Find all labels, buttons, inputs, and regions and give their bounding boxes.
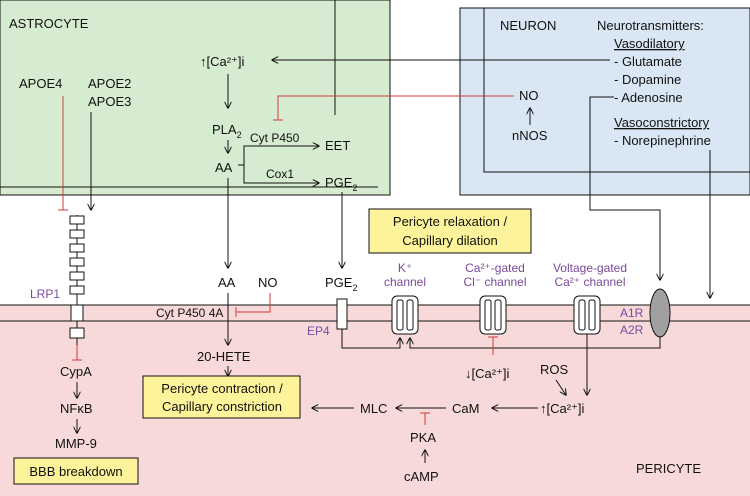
neuron-region — [459, 7, 750, 196]
arrow-ros-to-ca — [555, 379, 566, 395]
arrow-aa-to-eet — [238, 146, 319, 166]
lrp1-label: LRP1 — [30, 287, 60, 301]
ca-channel-label-1: Voltage-gated — [553, 261, 627, 275]
cam-label: CaM — [452, 401, 479, 416]
astrocyte-aa-label: AA — [215, 160, 233, 175]
astrocyte-pge2-label: PGE2 — [325, 175, 357, 193]
ep4-label: EP4 — [307, 324, 330, 338]
cl-channel-label-2: Cl⁻ channel — [463, 275, 526, 289]
nnos-label: nNOS — [512, 128, 548, 143]
vasodilatory-item-1: - Glutamate — [614, 54, 682, 69]
relaxation-note-line-1: Pericyte relaxation / — [393, 214, 508, 229]
contraction-note-line-2: Capillary constriction — [162, 399, 282, 414]
pericyte-no-label: NO — [258, 275, 278, 290]
cyt-p450-4a-label: Cyt P450 4A — [156, 306, 223, 320]
arrow-receptor-to-k-channel — [410, 337, 661, 349]
ca-down-label: ↓[Ca²⁺]i — [465, 366, 510, 381]
apoe3-label: APOE3 — [88, 94, 131, 109]
arrow-aa-to-pge2 — [243, 165, 319, 183]
pka-label: PKA — [410, 430, 436, 445]
contraction-note-line-1: Pericyte contraction / — [161, 381, 283, 396]
cyt-p450-label: Cyt P450 — [250, 131, 300, 145]
vasodilatory-heading: Vasodilatory — [614, 36, 685, 51]
cl-channel-label-1: Ca²⁺-gated — [465, 261, 525, 275]
vasodilatory-item-3: - Adenosine — [614, 90, 683, 105]
ca-channel — [573, 295, 601, 335]
inhibit-pka-to-mlc — [420, 412, 430, 425]
arrow-ep4-to-k-channel — [341, 329, 400, 349]
pla2-label: PLA2 — [212, 122, 242, 140]
astrocyte-title: ASTROCYTE — [9, 16, 89, 31]
bbb-breakdown-box — [13, 457, 139, 485]
ros-label: ROS — [540, 362, 569, 377]
inhibit-no-to-cyt-p450 — [273, 95, 514, 121]
hete-label: 20-HETE — [197, 349, 251, 364]
inhibit-no-to-cyt-p450-4a — [235, 293, 271, 317]
ep4-receptor — [336, 298, 348, 330]
vasoconstrictory-heading: Vasoconstrictory — [614, 115, 710, 130]
cypa-label: CypA — [60, 364, 92, 379]
k-channel-label-1: K⁺ — [398, 261, 412, 275]
a1r-a2r-receptor — [649, 288, 671, 338]
arrow-adenosine-to-a1r — [589, 96, 660, 280]
inhibit-ca-down-to-cl — [488, 336, 498, 355]
pericyte-title: PERICYTE — [636, 461, 701, 476]
camp-label: cAMP — [404, 469, 439, 484]
neuron-title: NEURON — [500, 18, 556, 33]
pericyte-pge2-label: PGE2 — [325, 275, 357, 293]
vasoconstrictory-item-1: - Norepinephrine — [614, 133, 711, 148]
neuron-inner-wall — [483, 8, 750, 173]
k-channel — [391, 295, 419, 335]
cl-channel — [479, 295, 507, 335]
apoe4-label: APOE4 — [19, 76, 62, 91]
bbb-breakdown-label: BBB breakdown — [29, 464, 122, 479]
inhibit-lrp1-cypa — [72, 345, 82, 361]
pericyte-aa-label: AA — [218, 275, 236, 290]
vasodilatory-item-2: - Dopamine — [614, 72, 681, 87]
ca-channel-label-2: Ca²⁺ channel — [554, 275, 625, 289]
mlc-label: MLC — [360, 401, 387, 416]
lrp1-receptor — [69, 215, 85, 345]
a2r-label: A2R — [620, 323, 644, 337]
mmp9-label: MMP-9 — [55, 436, 97, 451]
inhibit-apoe4 — [58, 96, 68, 211]
k-channel-label-2: channel — [384, 275, 426, 289]
ca-up-label: ↑[Ca²⁺]i — [540, 401, 585, 416]
contraction-note — [142, 375, 301, 419]
astrocyte-region — [0, 0, 391, 196]
astrocyte-ca-label: ↑[Ca²⁺]i — [200, 54, 245, 69]
relaxation-note-line-2: Capillary dilation — [402, 233, 497, 248]
eet-label: EET — [325, 138, 350, 153]
a1r-label: A1R — [620, 306, 644, 320]
cox1-label: Cox1 — [266, 167, 294, 181]
relaxation-note — [368, 208, 532, 254]
neuron-no-label: NO — [519, 88, 539, 103]
apoe2-label: APOE2 — [88, 76, 131, 91]
nt-heading: Neurotransmitters: — [597, 18, 704, 33]
nfkb-label: NFκB — [60, 401, 93, 416]
